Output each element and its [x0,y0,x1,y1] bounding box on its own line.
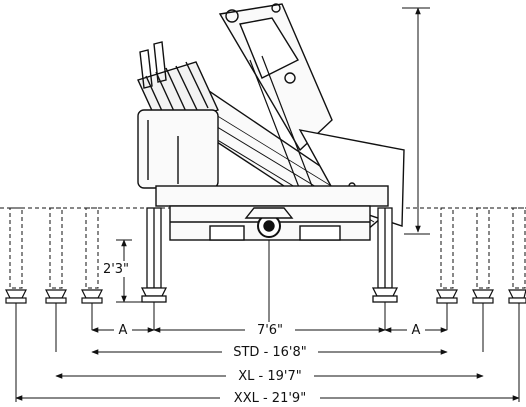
a-right-label: A [412,323,421,338]
xl-label: XL - 19'7" [238,369,301,384]
height-2-3-label: 2'3" [103,262,129,277]
base-frame [155,185,389,207]
stabilizer-leg-left [140,207,168,303]
std-label: STD - 16'8" [233,345,307,360]
crane-body [137,3,405,241]
a-left-label: A [119,323,128,338]
extended-legs [9,207,526,289]
base-width-label: 7'6" [257,323,283,338]
stabilizer-leg-right [371,207,399,303]
extension-lines [15,302,520,376]
xxl-label: XXL - 21'9" [234,391,306,406]
extended-feet [5,289,526,304]
